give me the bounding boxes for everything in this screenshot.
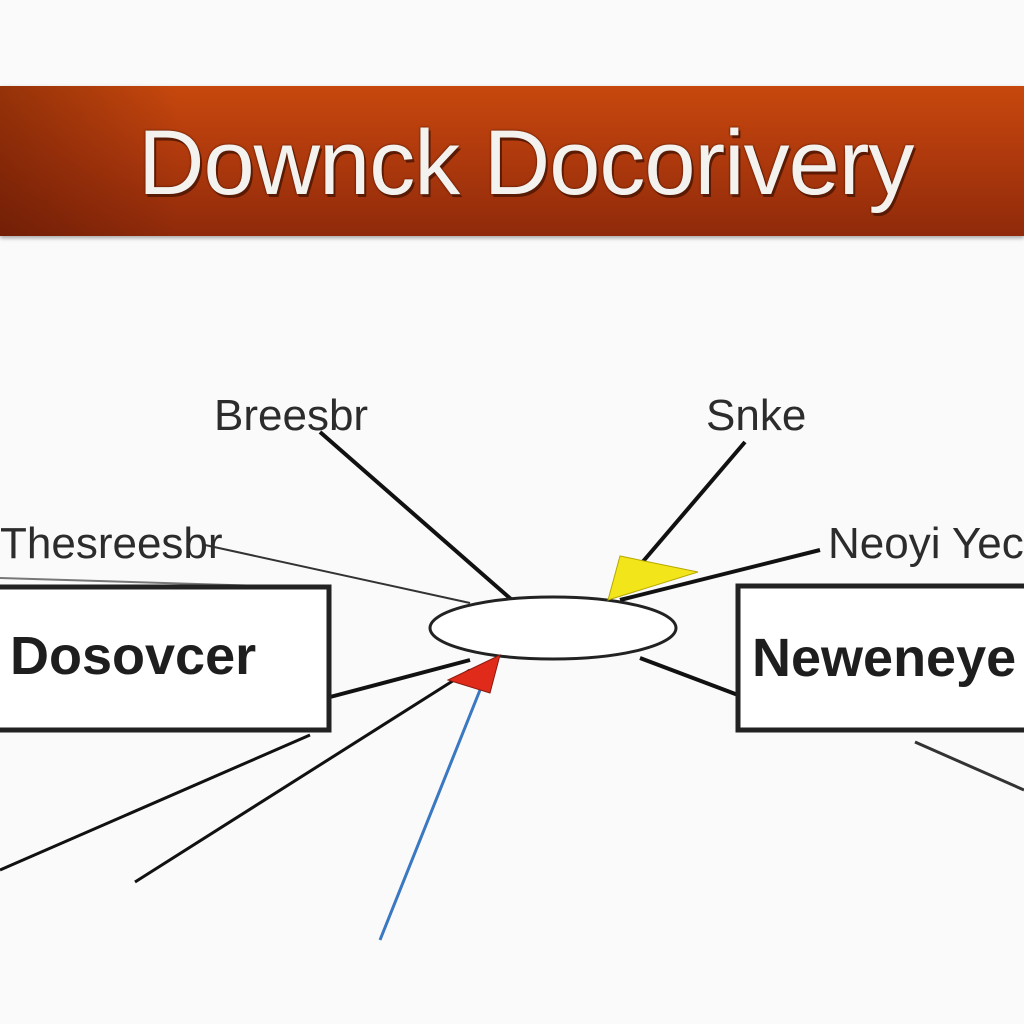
connector-mid-right [619, 548, 821, 602]
red-arrow-icon [446, 654, 501, 694]
connector-top-right [638, 440, 747, 567]
connector-top-left [318, 430, 514, 602]
yellow-arrow-icon [607, 555, 699, 601]
title-banner [0, 86, 1024, 236]
left-box-label: Dosovcer [10, 626, 256, 686]
connector-lower-left-2 [134, 668, 471, 884]
connector-mid-left [204, 544, 471, 604]
connector-right-box [639, 656, 739, 697]
connector-right-lower [914, 740, 1024, 792]
left-box [0, 584, 332, 733]
label-mid-right: Neoyi Yec [828, 519, 1024, 568]
central-node [428, 595, 678, 661]
label-top-right: Snke [706, 391, 806, 440]
right-box-label: Neweneye [752, 628, 1016, 688]
connector-left-box [329, 658, 471, 699]
connector-lower-left-1 [0, 733, 311, 872]
right-box [735, 583, 1024, 733]
label-top-left: Breesbr [214, 391, 368, 440]
label-mid-left: Thesreesbr [0, 519, 223, 568]
diagram-title: Downck Docorivery [138, 112, 914, 214]
connector-blue-arrow [378, 689, 482, 941]
